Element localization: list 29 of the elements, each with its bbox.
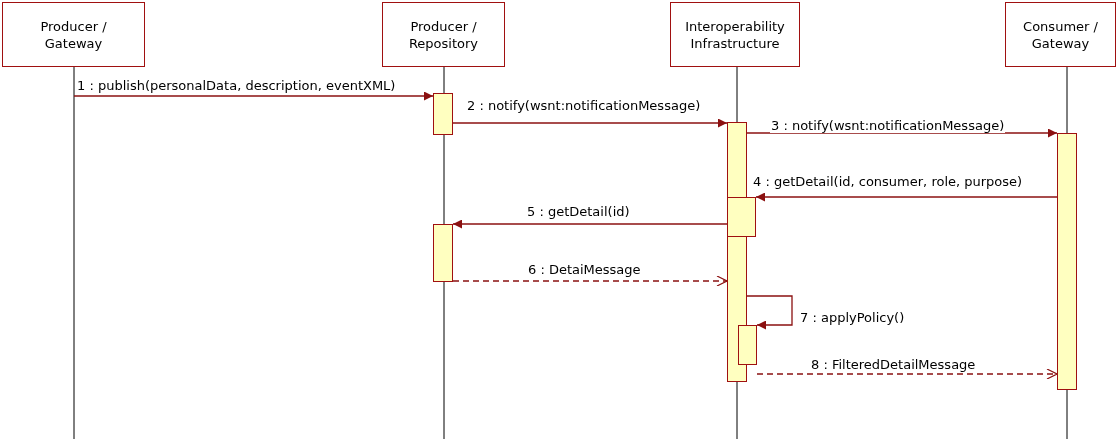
- message-label: 1 : publish(personalData, description, eventXML): [76, 78, 397, 93]
- message-label: 8 : FilteredDetailMessage: [810, 357, 977, 372]
- return-message-arrow: [756, 368, 1058, 380]
- message-arrow: [452, 219, 728, 229]
- message-label: 6 : DetaiMessage: [527, 262, 642, 277]
- message-label: 2 : notify(wsnt:notificationMessage): [466, 98, 702, 113]
- message-arrow: [73, 91, 434, 101]
- message-arrow: [452, 118, 728, 128]
- participant-box: [2, 2, 145, 67]
- participant-box: [670, 2, 800, 67]
- participant-box: [382, 2, 505, 67]
- activation-bar: [433, 93, 453, 135]
- message-arrow: [746, 128, 1058, 138]
- activation-bar: [1057, 133, 1077, 390]
- message-label: 4 : getDetail(id, consumer, role, purpose): [752, 174, 1024, 189]
- participant-name: Producer / Gateway: [39, 17, 108, 52]
- message-arrow: [746, 295, 793, 330]
- participant-box: [1005, 2, 1116, 67]
- participant-name: Consumer / Gateway: [1022, 17, 1099, 52]
- message-label: 7 : applyPolicy(): [799, 310, 906, 325]
- return-message-arrow: [452, 275, 728, 287]
- participant-name: Producer / Repository: [407, 17, 480, 52]
- message-label: 3 : notify(wsnt:notificationMessage): [770, 118, 1006, 133]
- activation-bar: [738, 325, 757, 365]
- message-arrow: [755, 192, 1058, 202]
- activation-bar: [433, 224, 453, 282]
- message-label: 5 : getDetail(id): [526, 204, 631, 219]
- participant-name: Interoperability Infrastructure: [684, 17, 786, 52]
- activation-bar: [727, 197, 756, 237]
